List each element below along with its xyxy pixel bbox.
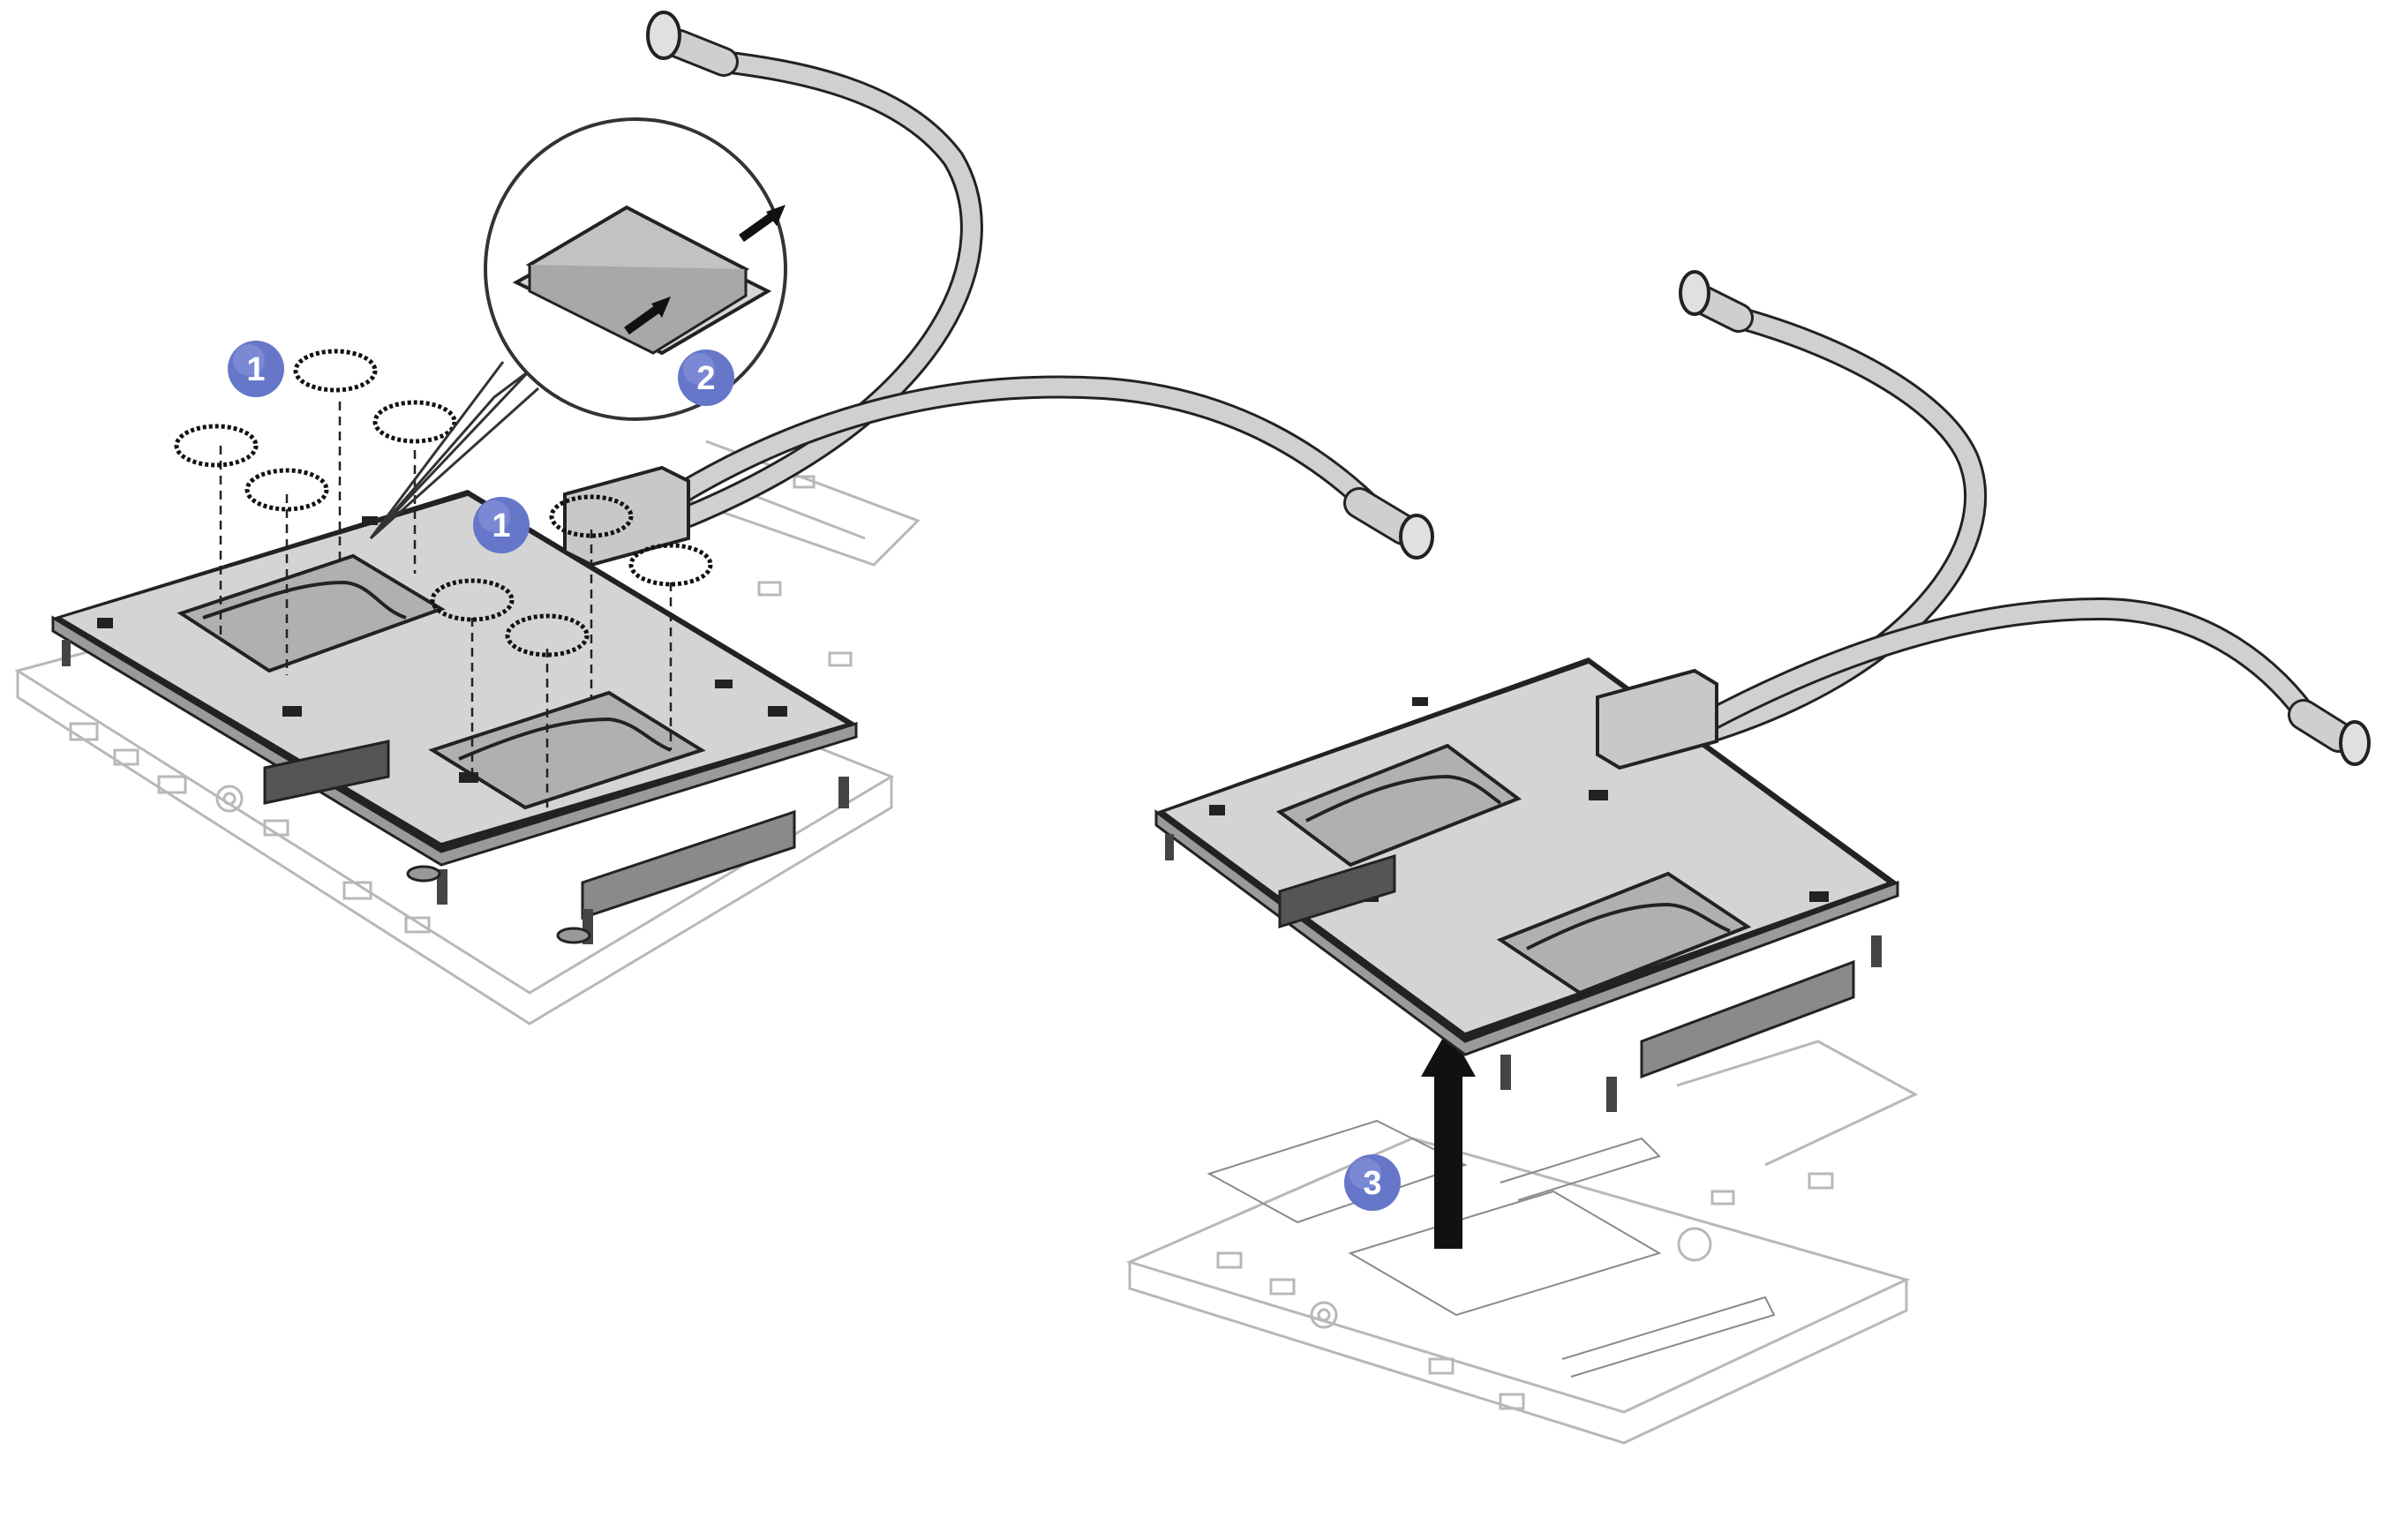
right-dimm-slots — [1207, 1119, 1776, 1378]
callout-step2: 2 — [678, 349, 734, 406]
callout-number: 2 — [696, 360, 715, 397]
step-callouts: 1 1 2 3 — [228, 341, 1401, 1211]
magnifier-detail-icon — [369, 117, 787, 540]
callout-step3: 3 — [1344, 1154, 1401, 1211]
rotate-screw-icon — [174, 349, 713, 657]
left-cold-plate — [51, 490, 858, 944]
callout-step1b: 1 — [473, 497, 530, 553]
left-assembly — [14, 11, 1434, 1025]
callout-number: 1 — [492, 507, 510, 545]
callout-number: 1 — [246, 351, 265, 388]
callout-number: 3 — [1363, 1165, 1381, 1202]
lift-arrow-icon — [1421, 1028, 1476, 1249]
right-assembly — [1125, 270, 2371, 1445]
right-cold-plate — [1154, 657, 1899, 1112]
right-system-board — [1125, 1040, 1919, 1445]
left-hose-lower — [668, 375, 1434, 560]
right-outlet-block — [1596, 668, 1718, 770]
callout-highlight — [683, 353, 715, 385]
callout-highlight — [1349, 1158, 1381, 1190]
callout-highlight — [478, 500, 510, 532]
left-outlet-block — [563, 465, 690, 567]
left-screw-guides — [219, 402, 673, 812]
callout-step1a: 1 — [228, 341, 284, 397]
right-hose-lower — [1692, 597, 2371, 766]
callout-highlight — [233, 344, 265, 376]
